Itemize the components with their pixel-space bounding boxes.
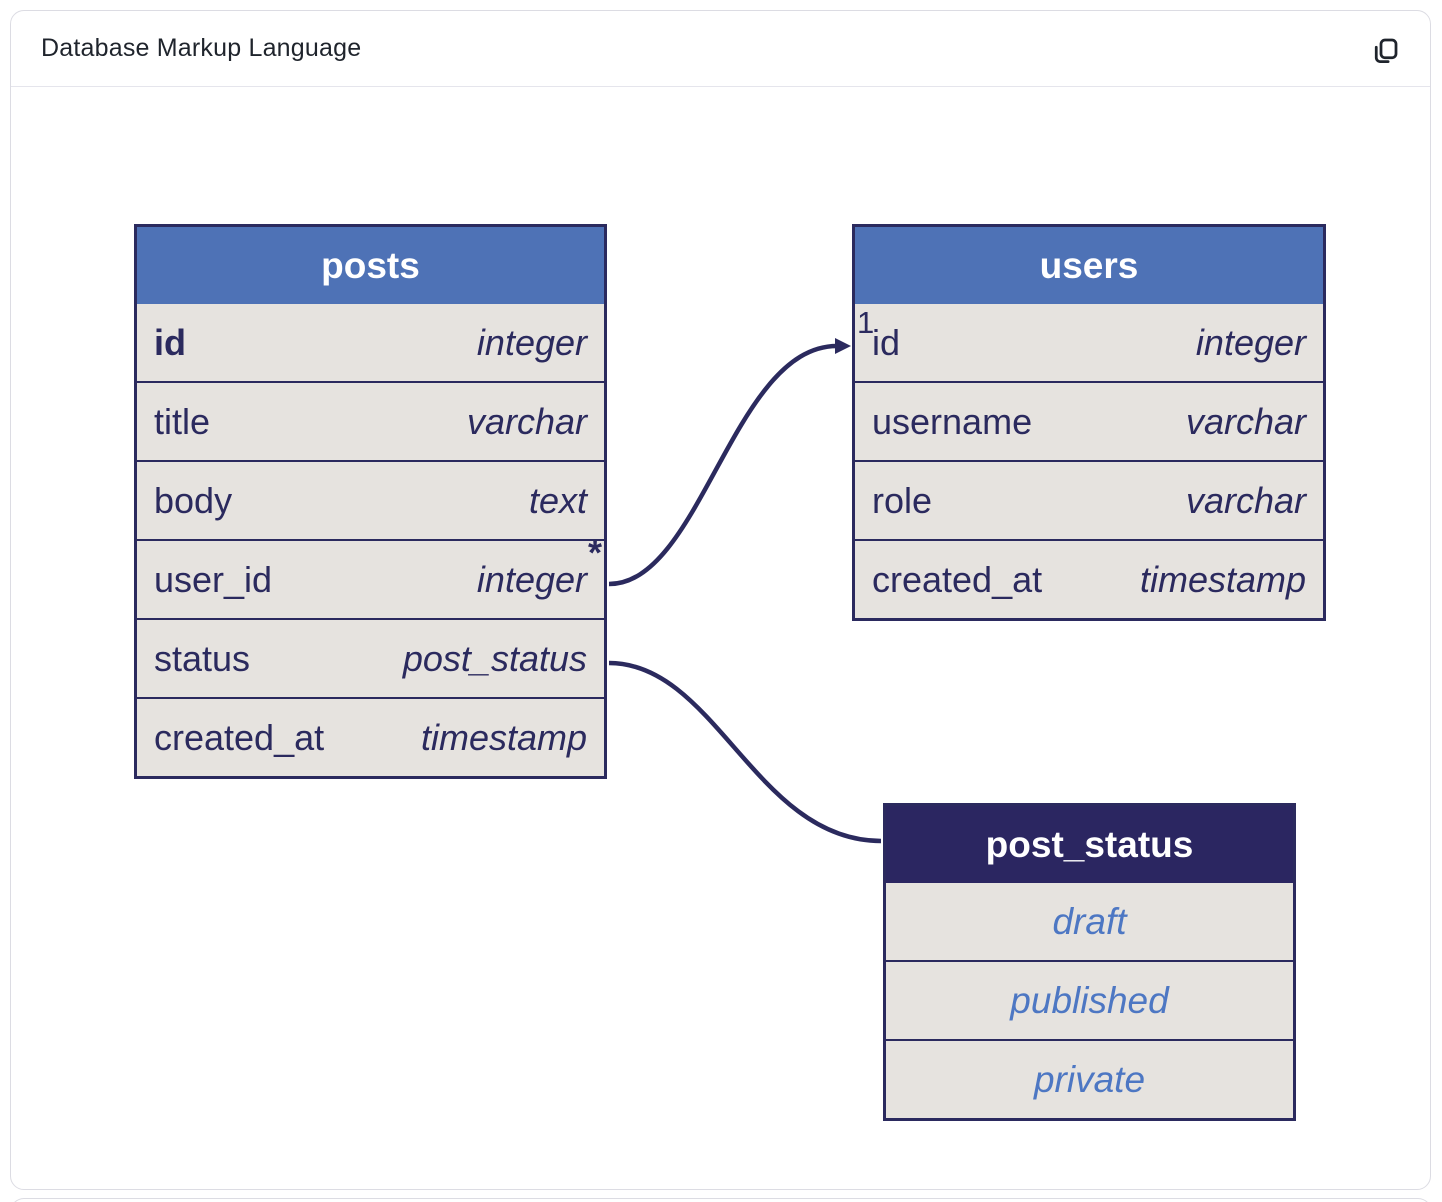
table-row: id integer — [137, 304, 604, 381]
table-post-status: post_status draft published private — [883, 803, 1296, 1121]
field-type: timestamp — [1139, 558, 1306, 600]
table-row: created_at timestamp — [137, 697, 604, 776]
table-row: id integer — [855, 304, 1323, 381]
relation-posts-userid-to-users-id — [608, 338, 851, 587]
field-name: created_at — [154, 716, 325, 758]
field-name: role — [872, 479, 933, 521]
enum-value: draft — [1052, 900, 1127, 942]
field-type: integer — [1195, 321, 1306, 363]
table-users-header: users — [855, 227, 1323, 304]
enum-row: private — [886, 1039, 1293, 1118]
copy-icon — [1370, 36, 1400, 69]
table-users: users id integer username varchar role v… — [852, 224, 1326, 621]
enum-value: private — [1033, 1058, 1146, 1100]
table-row: user_id integer — [137, 539, 604, 618]
enum-row: draft — [886, 883, 1293, 960]
field-type: varchar — [466, 400, 587, 442]
field-type: integer — [476, 321, 587, 363]
field-name: created_at — [872, 558, 1043, 600]
table-posts-header: posts — [137, 227, 604, 304]
table-row: created_at timestamp — [855, 539, 1323, 618]
field-name: id — [872, 321, 901, 363]
relation-posts-status-to-post-status — [608, 660, 882, 844]
field-type: timestamp — [420, 716, 587, 758]
field-name: user_id — [154, 558, 273, 600]
table-row: username varchar — [855, 381, 1323, 460]
field-name: body — [154, 479, 233, 521]
table-row: title varchar — [137, 381, 604, 460]
enum-value: published — [1010, 979, 1169, 1021]
field-type: post_status — [402, 637, 587, 679]
copy-button[interactable] — [1364, 31, 1406, 73]
field-type: text — [528, 479, 587, 521]
table-row: status post_status — [137, 618, 604, 697]
field-name: status — [154, 637, 251, 679]
table-row: body text — [137, 460, 604, 539]
enum-row: published — [886, 960, 1293, 1039]
table-post-status-header: post_status — [886, 806, 1293, 883]
field-type: varchar — [1185, 479, 1306, 521]
field-name: id — [154, 321, 186, 363]
field-name: username — [872, 400, 1033, 442]
table-row: role varchar — [855, 460, 1323, 539]
table-posts: posts id integer title varchar body text… — [134, 224, 607, 779]
field-name: title — [154, 400, 211, 442]
card-title: Database Markup Language — [41, 34, 362, 62]
card-header: Database Markup Language — [11, 11, 1430, 87]
field-type: integer — [476, 558, 587, 600]
field-type: varchar — [1185, 400, 1306, 442]
next-card-top-edge — [10, 1198, 1432, 1202]
dbml-card: Database Markup Language posts id intege… — [10, 10, 1431, 1190]
